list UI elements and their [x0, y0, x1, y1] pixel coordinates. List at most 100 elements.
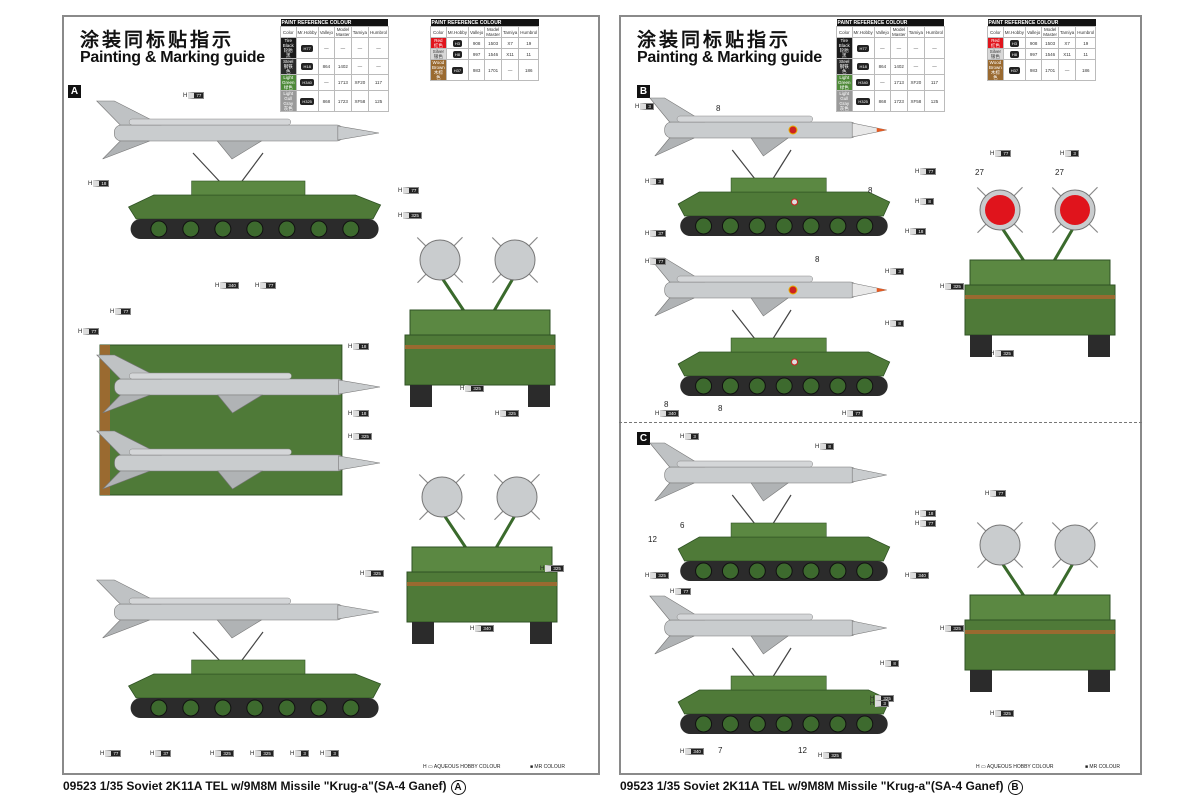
heading-en: Painting & Marking guide — [637, 49, 822, 66]
model-master-cell: — — [889, 37, 908, 59]
side-view-c2-hull — [677, 689, 891, 715]
column-header: Vallejo — [468, 26, 486, 38]
callout-code: 77 — [650, 258, 667, 265]
side-view-a1-missile-lower-fin — [102, 140, 150, 160]
page-marker-b: B — [1007, 780, 1023, 795]
callout-h: H — [915, 511, 920, 517]
model-master-cell: 1402 — [333, 58, 352, 75]
table-title: PAINT REFERENCE COLOUR — [280, 19, 389, 27]
color-name: Red — [434, 38, 443, 43]
humbrol-cell: 11 — [518, 48, 540, 60]
humbrol-cell: 125 — [923, 90, 945, 112]
humbrol-cell: — — [367, 58, 389, 75]
front-view-c-turret — [969, 594, 1111, 621]
top-view-missile-2-nose — [338, 455, 381, 471]
front-view-c-missile-front — [979, 524, 1021, 566]
side-view-b1-road-wheel — [856, 217, 874, 235]
column-header: Tamiya — [350, 26, 369, 38]
humbrol-cell: 117 — [923, 74, 945, 91]
callout-h: H — [183, 93, 188, 99]
tamiya-cell: XF20 — [906, 74, 925, 91]
side-view-a2-road-wheel — [150, 699, 168, 717]
front-view-c-track — [970, 670, 992, 692]
side-view-a2-strut — [240, 631, 264, 663]
legend-mr: ■ MR COLOUR — [530, 764, 565, 770]
column-header: Tamiya — [500, 26, 520, 38]
humbrol-cell: — — [923, 58, 945, 75]
rear-view-a-track — [530, 622, 552, 644]
side-view-c2-strut — [771, 647, 792, 679]
color-name: Wood Brown — [989, 60, 1002, 70]
column-header: Model Master — [889, 26, 908, 38]
color-name: Silver — [989, 49, 1001, 54]
vallejo-cell: — — [317, 37, 335, 59]
legend-h: H — [423, 764, 427, 770]
column-header: Model Master — [333, 26, 352, 38]
front-view-c-wood-beam — [965, 630, 1115, 634]
color-name-cn: 红色 — [433, 43, 443, 48]
model-master-cell: 1546 — [1041, 48, 1059, 60]
callout-h: H — [320, 751, 325, 757]
side-view-a1-road-wheel — [214, 220, 232, 238]
vallejo-cell: — — [317, 74, 335, 91]
side-view-c1-missile-body — [664, 466, 858, 484]
vallejo-cell: 997 — [468, 48, 486, 60]
top-view-missile-2-wing — [217, 470, 264, 490]
tamiya-cell: X11 — [1057, 48, 1077, 60]
color-name-cn: 木棕色 — [433, 70, 443, 80]
mrhobby-cell: H3 — [1002, 37, 1027, 49]
side-view-c1-road-wheel — [748, 562, 766, 580]
callout-code: 325 — [215, 750, 234, 757]
front-view-a — [404, 236, 556, 407]
model-master-cell: — — [333, 37, 352, 59]
side-view-a1-missile-nose — [337, 125, 380, 141]
vallejo-cell: — — [873, 37, 891, 59]
callout-h: H — [100, 751, 105, 757]
section-divider — [619, 422, 1142, 423]
tamiya-cell: — — [906, 37, 925, 59]
model-master-cell: 1723 — [333, 90, 352, 112]
side-view-c1-strut — [731, 494, 757, 526]
side-view-b1-road-wheel — [775, 217, 793, 235]
top-view-wood-beam — [100, 345, 110, 495]
callout-h: H — [905, 573, 910, 579]
side-view-b1-launcher-mount — [730, 177, 827, 193]
side-view-c2-missile-lower-fin — [654, 635, 695, 655]
side-view-c2-missile-wing — [750, 635, 789, 655]
mrhobby-cell: H18 — [851, 58, 875, 75]
callout-h: H — [815, 444, 820, 450]
callout-h: H — [290, 751, 295, 757]
color-name: Red — [991, 38, 1000, 43]
side-view-c2-missile-booster — [676, 613, 813, 621]
column-header: Mr.Hobby — [445, 26, 470, 38]
side-view-a2-strut — [192, 631, 222, 663]
tamiya-cell: X7 — [500, 37, 520, 49]
rear-view-a-missile-front — [496, 476, 538, 518]
callout-h: H — [880, 661, 885, 667]
side-view-b2-insignia — [791, 358, 799, 366]
callout-h: H — [680, 749, 685, 755]
side-view-b1-missile-wing — [750, 137, 789, 157]
side-view-b2-strut — [771, 309, 792, 341]
side-view-c2-missile-nose — [851, 620, 887, 636]
side-view-a2-missile-nose — [337, 604, 380, 620]
marking-number: 8 — [868, 186, 873, 195]
callout-h: H — [255, 283, 260, 289]
